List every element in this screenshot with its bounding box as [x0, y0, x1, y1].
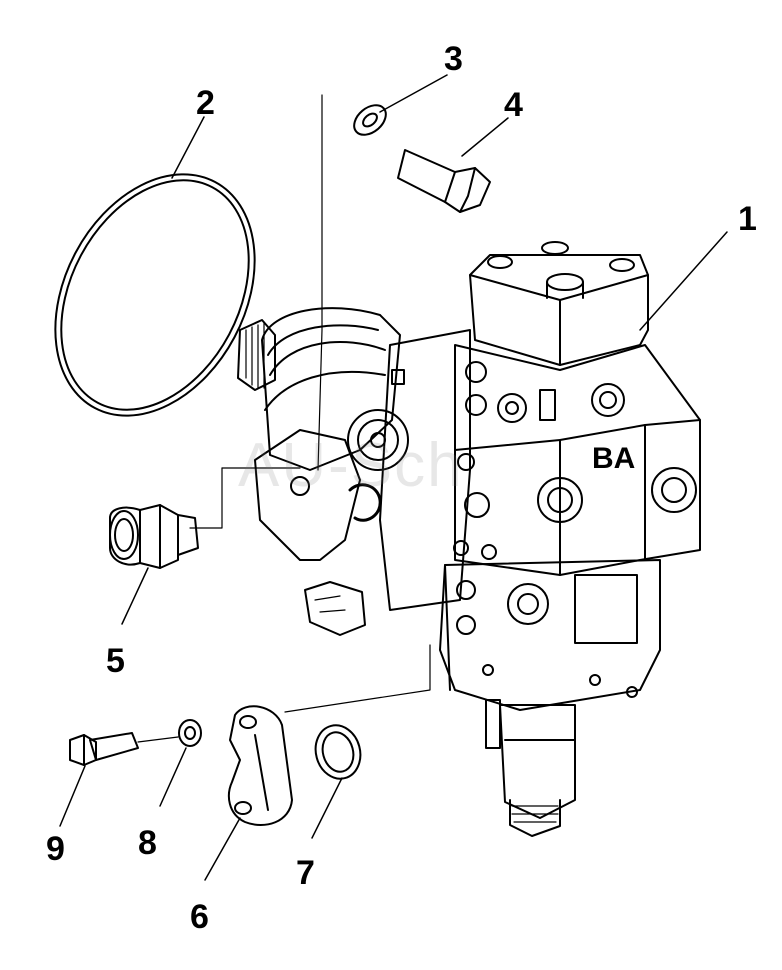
callout-1: 1: [738, 200, 757, 238]
leader-2: [171, 116, 205, 179]
leader-9: [59, 765, 86, 827]
fitting-part-5: [109, 504, 199, 569]
callout-6: 6: [190, 898, 209, 936]
callout-7: 7: [296, 854, 315, 892]
watermark-text: AU-Sch: [238, 431, 464, 500]
callout-4: 4: [504, 86, 523, 124]
leader-4: [461, 117, 509, 157]
leader-5: [121, 567, 149, 625]
leader-7: [311, 777, 343, 839]
washer-part-8: [178, 719, 202, 747]
washer-part-3: [353, 104, 387, 136]
seal-ring-part-7: [314, 724, 362, 780]
o-ring-part-2: [54, 173, 256, 417]
block-lettering: BA: [592, 442, 635, 475]
callout-9: 9: [46, 830, 65, 868]
callout-5: 5: [106, 642, 125, 680]
bolt-part-9: [69, 732, 179, 766]
leader-6: [204, 817, 241, 881]
leader-8: [159, 747, 187, 807]
leader-3: [379, 74, 448, 113]
bolt-part-4: [397, 149, 491, 213]
assembly-guide-lines: [189, 94, 431, 713]
pump-assembly-part-1: [237, 241, 701, 837]
callout-2: 2: [196, 84, 215, 122]
flange-part-6: [227, 705, 293, 826]
leader-1: [639, 231, 728, 331]
callout-leaders: [59, 74, 728, 881]
callout-3: 3: [444, 40, 463, 78]
callout-8: 8: [138, 824, 157, 862]
